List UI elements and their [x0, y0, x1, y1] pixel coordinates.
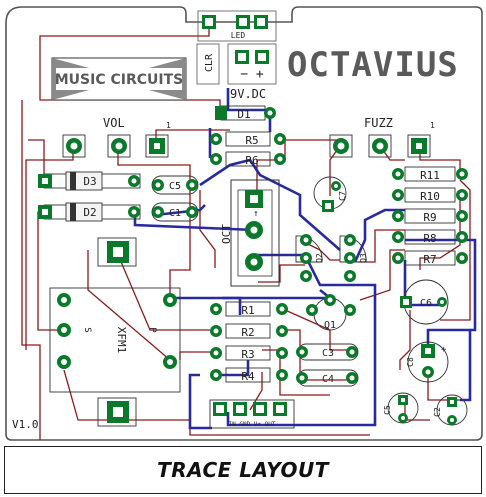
io-label: IN GND V+ OUT [229, 421, 276, 428]
vol-label: VOL [103, 116, 125, 130]
blue-traces [133, 88, 477, 430]
fuzz-label: FUZZ [364, 116, 393, 130]
svg-text:Q1: Q1 [324, 320, 336, 331]
transformer-xfm1: S XFM1 P [49, 237, 181, 427]
caption-text: TRACE LAYOUT [157, 458, 329, 482]
diode-d2: D2 [38, 202, 141, 222]
resistor-r1: R1 [210, 301, 288, 317]
svg-text:R9: R9 [423, 211, 436, 224]
svg-text:C3: C3 [322, 348, 334, 359]
resistor-r10: R10 [392, 187, 468, 203]
resistor-r11: R11 [392, 166, 468, 182]
pcb-trace-layout: MUSIC CIRCUITS OCTAVIUS LED CLR − + 9V.D… [5, 6, 483, 441]
resistor-r3: R3 [210, 345, 288, 361]
svg-text:R10: R10 [420, 190, 440, 203]
svg-text:C5: C5 [169, 181, 181, 192]
svg-text:R7: R7 [423, 253, 436, 266]
capacitor-c7: C7 [313, 176, 347, 212]
capacitor-c6: C6 [400, 279, 449, 325]
version-label: V1.0 [12, 418, 39, 431]
resistor-r7: R7 [392, 250, 468, 266]
svg-text:MUSIC CIRCUITS: MUSIC CIRCUITS [55, 72, 184, 88]
board-title: OCTAVIUS [287, 45, 459, 85]
svg-text:R1: R1 [241, 304, 254, 317]
caption-box: TRACE LAYOUT [4, 446, 482, 494]
svg-text:↑: ↑ [253, 209, 258, 219]
svg-text:Q2: Q2 [315, 253, 324, 263]
capacitor-c4: C4 [296, 369, 359, 387]
svg-text:R8: R8 [423, 232, 436, 245]
dc-label: 9V.DC [230, 87, 266, 101]
led-label: LED [231, 31, 246, 40]
clr-label: CLR [204, 53, 215, 72]
svg-text:D1: D1 [237, 108, 250, 121]
svg-text:S: S [82, 327, 92, 332]
oct-label: OCT [220, 224, 233, 244]
music-circuits-logo: MUSIC CIRCUITS [51, 57, 187, 101]
svg-text:P: P [147, 327, 157, 333]
capacitor-c5-bottom: C5 [383, 392, 419, 424]
resistor-stack-left: R1 R2 R3 R4 [210, 301, 288, 383]
svg-text:R2: R2 [241, 326, 254, 339]
svg-text:D2: D2 [83, 206, 96, 219]
resistor-r9: R9 [392, 208, 468, 224]
diode-d1: D1 [215, 105, 276, 121]
svg-text:+: + [441, 345, 447, 355]
svg-text:R11: R11 [420, 169, 440, 182]
svg-text:R4: R4 [241, 370, 255, 383]
transistor-q1: Q1 [306, 294, 356, 331]
svg-text:D3: D3 [83, 175, 96, 188]
capacitor-c3: C3 [296, 343, 359, 361]
svg-text:R5: R5 [245, 134, 258, 147]
capacitor-c2: C2 [433, 394, 468, 426]
fuzz-pot-header: FUZZ 1 [329, 116, 435, 158]
svg-text:C6: C6 [420, 298, 432, 309]
svg-text:1: 1 [430, 121, 435, 130]
capacitor-c1: C1 [151, 202, 199, 222]
resistor-stack-right: R11 R10 R9 R8 R7 [392, 166, 468, 266]
resistor-r6: R6 [210, 151, 286, 167]
capacitor-c5: C5 [151, 175, 199, 195]
transistor-q2: Q2 [295, 234, 324, 282]
svg-text:C4: C4 [322, 374, 334, 385]
svg-text:R3: R3 [241, 348, 254, 361]
resistor-r2: R2 [210, 323, 288, 339]
svg-text:C1: C1 [169, 208, 181, 219]
power-header: LED CLR − + 9V.DC [196, 10, 277, 101]
oct-switch: ↑ OCT [220, 179, 280, 287]
vol-pot-header: VOL 1 [62, 116, 171, 158]
svg-text:Q3: Q3 [359, 253, 368, 263]
polarity-label: − + [240, 67, 264, 82]
capacitor-c8: C8 + [406, 341, 449, 383]
svg-text:XFM1: XFM1 [115, 327, 128, 354]
transistor-q3: Q3 [339, 234, 368, 282]
svg-text:C7: C7 [338, 191, 347, 201]
svg-text:C8: C8 [406, 357, 415, 367]
resistor-r4: R4 [210, 367, 288, 383]
svg-text:C5: C5 [383, 405, 392, 415]
resistor-r5: R5 [210, 131, 286, 147]
svg-text:1: 1 [166, 121, 171, 130]
io-header: IN GND V+ OUT [209, 399, 295, 429]
svg-text:C2: C2 [433, 407, 442, 417]
board-outline [5, 6, 483, 441]
svg-text:R6: R6 [245, 154, 258, 167]
resistor-r8: R8 [392, 229, 468, 245]
diode-d3: D3 [38, 171, 141, 191]
